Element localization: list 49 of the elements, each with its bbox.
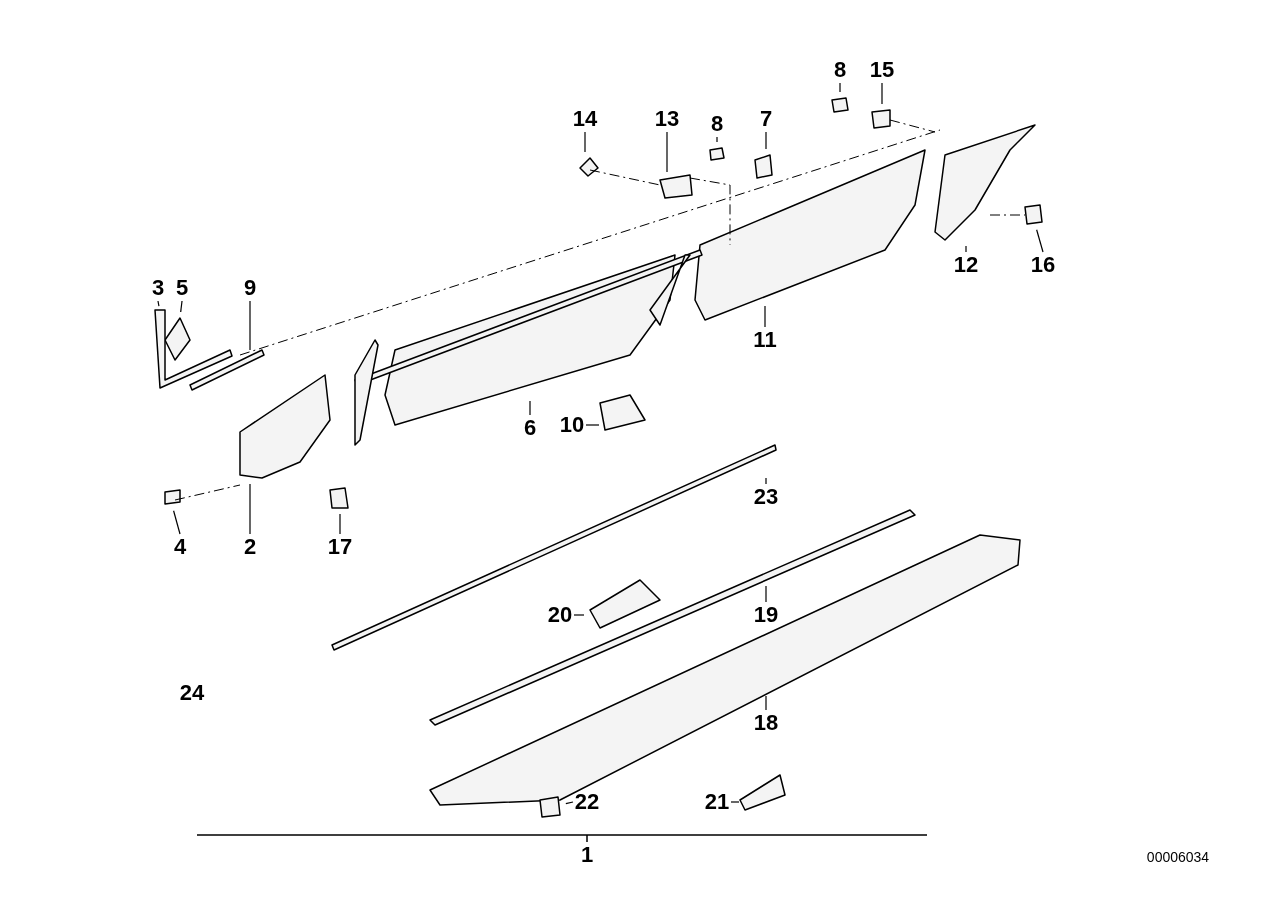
callout-number: 11 <box>753 329 777 351</box>
leader-line <box>585 424 600 426</box>
callout-number: 20 <box>547 604 573 626</box>
leader-line <box>881 82 883 105</box>
leader-line <box>1036 229 1044 253</box>
leader-line <box>157 300 160 307</box>
leader-line <box>529 400 531 416</box>
leader-line <box>180 300 183 313</box>
callout-number: 19 <box>753 604 779 626</box>
leader-line <box>765 131 767 150</box>
leader-line <box>249 300 251 351</box>
callout-number: 13 <box>654 108 680 130</box>
leader-line <box>573 614 585 616</box>
leader-line <box>765 695 767 711</box>
callout-number: 4 <box>173 536 187 558</box>
callout-number: 5 <box>175 277 189 299</box>
callout-number: 1 <box>580 844 594 866</box>
leader-line <box>666 131 668 173</box>
callout-number: 16 <box>1030 254 1056 276</box>
callout-number: 9 <box>243 277 257 299</box>
leader-line <box>765 585 767 603</box>
callout-number: 8 <box>710 113 724 135</box>
callout-number: 8 <box>833 59 847 81</box>
leader-line <box>173 510 181 535</box>
leader-line <box>584 131 586 153</box>
callout-number: 17 <box>327 536 353 558</box>
callout-number: 24 <box>179 682 205 704</box>
leader-line <box>839 82 841 93</box>
callout-number: 12 <box>953 254 979 276</box>
leader-line <box>565 801 574 805</box>
leader-line <box>730 801 740 803</box>
drawing-number: 00006034 <box>1146 848 1210 867</box>
leader-line <box>965 245 967 253</box>
callout-number: 3 <box>151 277 165 299</box>
callout-number: 6 <box>523 417 537 439</box>
callout-number: 21 <box>704 791 730 813</box>
callout-number: 15 <box>869 59 895 81</box>
callout-number: 2 <box>243 536 257 558</box>
leader-line <box>765 477 767 485</box>
callout-number: 10 <box>559 414 585 436</box>
callout-number: 18 <box>753 712 779 734</box>
leader-line <box>716 136 718 143</box>
callout-number: 14 <box>572 108 598 130</box>
callout-number: 7 <box>759 108 773 130</box>
leader-line <box>249 483 251 535</box>
callout-number: 23 <box>753 486 779 508</box>
callout-number: 22 <box>574 791 600 813</box>
leader-line <box>764 305 766 328</box>
leader-line <box>339 513 341 535</box>
